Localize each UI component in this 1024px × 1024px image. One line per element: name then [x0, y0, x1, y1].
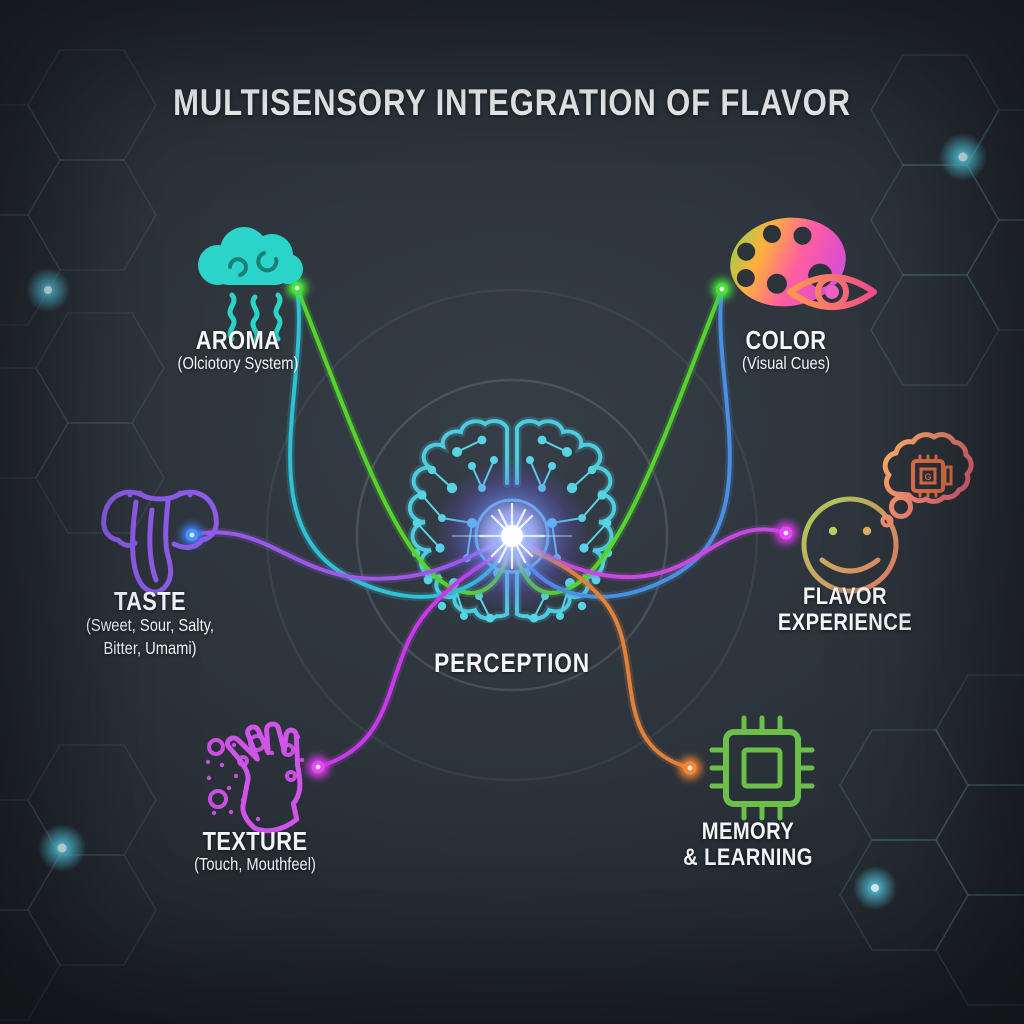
endpoint-dots — [181, 278, 797, 779]
hexagon-pattern-left — [0, 49, 165, 1021]
sparkle-dot — [38, 824, 86, 872]
endpoint-dot-flavor — [775, 522, 797, 544]
texture-sublabel: (Touch, Mouthfeel) — [194, 854, 316, 874]
taste-label: TASTE — [113, 586, 187, 616]
sparkle-dots — [26, 133, 987, 910]
thought-chip-icon: G — [911, 454, 953, 498]
taste-sublabel-line1: (Sweet, Sour, Salty, — [85, 615, 215, 635]
memory-label-line2: & LEARNING — [683, 844, 813, 871]
svg-text:G: G — [924, 472, 931, 482]
perception-label: PERCEPTION — [434, 648, 590, 678]
touch-hand-icon — [205, 721, 305, 834]
sparkle-dot — [939, 133, 987, 181]
endpoint-dot-memory — [679, 757, 701, 779]
color-label: COLOR — [745, 325, 827, 355]
aroma-sublabel: (Olciotory System) — [177, 353, 299, 373]
flavor-experience-label-line2: EXPERIENCE — [777, 609, 913, 636]
sparkle-dot — [853, 866, 897, 910]
aroma-label: AROMA — [195, 325, 281, 355]
palette-eye-icon — [730, 217, 877, 310]
endpoint-dot-texture — [307, 756, 329, 778]
endpoint-dot-taste — [181, 524, 203, 546]
endpoint-dot-color — [712, 279, 732, 299]
perception-rings — [265, 288, 759, 782]
smiley-thought-icon: G — [801, 432, 974, 594]
memory-label-line1: MEMORY — [701, 818, 795, 845]
texture-label: TEXTURE — [202, 826, 308, 856]
sparkle-dot — [26, 268, 70, 312]
scent-cloud-icon — [198, 227, 303, 344]
tongue-icon — [101, 489, 219, 595]
center-glow — [434, 458, 590, 614]
page-title: MULTISENSORY INTEGRATION OF FLAVOR — [173, 82, 851, 123]
taste-sublabel-line2: Bitter, Umami) — [103, 638, 197, 658]
flavor-experience-label-line1: FLAVOR — [803, 583, 887, 610]
color-sublabel: (Visual Cues) — [742, 353, 830, 373]
chip-icon — [709, 715, 815, 821]
hexagon-pattern-right — [839, 54, 1024, 1006]
